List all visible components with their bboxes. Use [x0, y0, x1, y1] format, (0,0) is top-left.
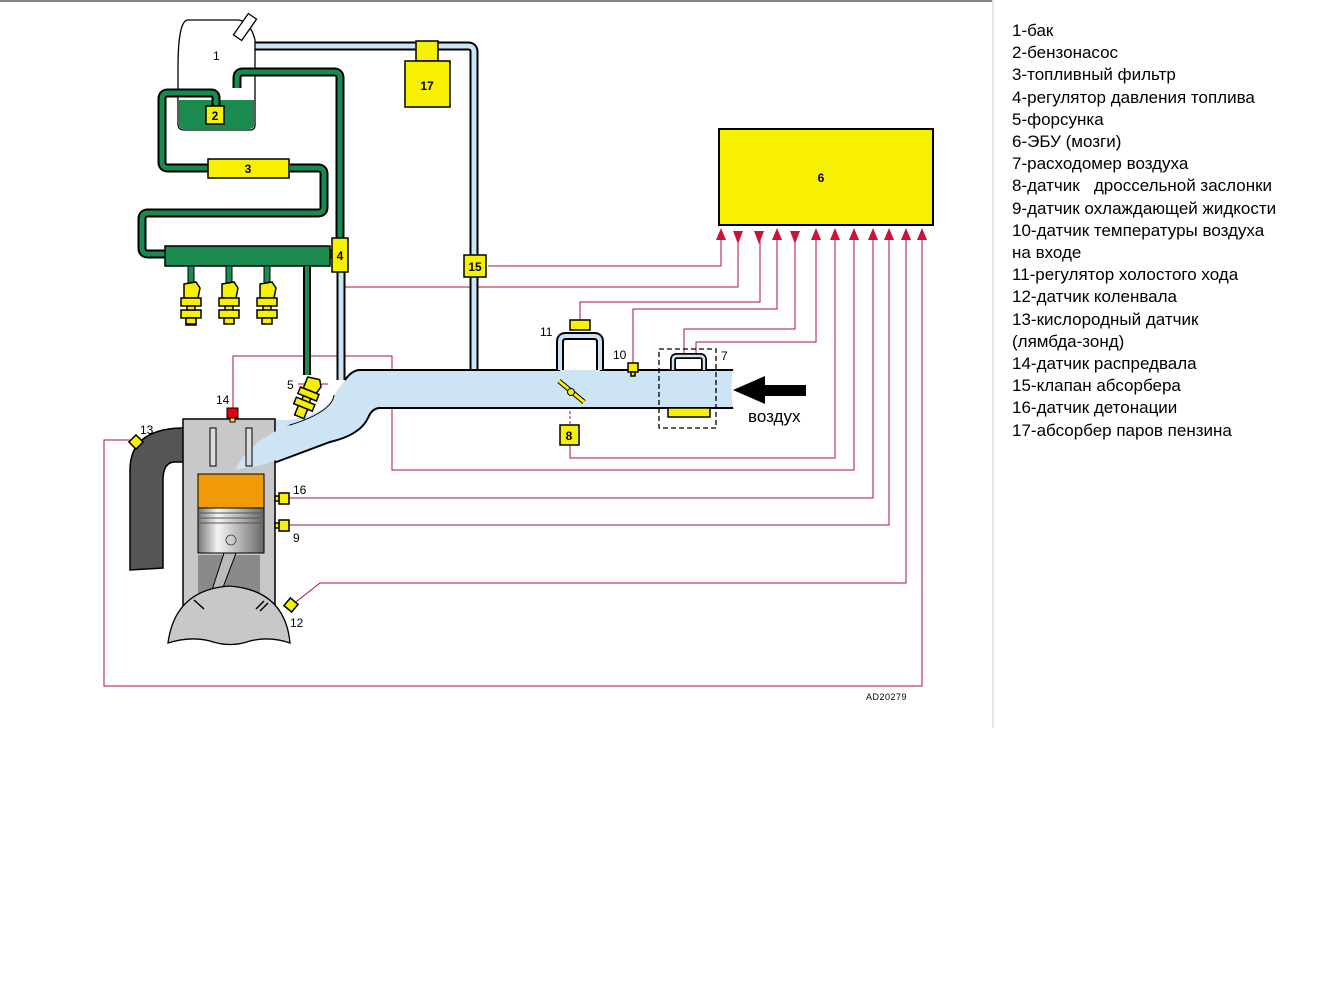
legend-item: 11-регулятор холостого хода: [1012, 265, 1239, 285]
arrow-up-icon: [868, 228, 878, 240]
air-temp-sensor: [627, 362, 639, 377]
legend-item: 15-клапан абсорбера: [1012, 376, 1181, 396]
label-8: 8: [566, 429, 573, 443]
fuel-rail: [164, 245, 331, 267]
arrow-down-icon: [733, 231, 743, 244]
label-11: 11: [540, 325, 553, 339]
label-16: 16: [293, 483, 307, 497]
arrow-down-icon: [790, 231, 800, 244]
legend-item: 13-кислородный датчик: [1012, 309, 1199, 329]
legend-item: 10-датчик температуры воздуха: [1012, 220, 1265, 240]
legend-item: 9-датчик охлаждающей жидкости: [1012, 198, 1277, 218]
panel-divider: [992, 0, 994, 728]
label-12: 12: [290, 616, 304, 630]
filler-cap-icon: [232, 12, 258, 42]
fuel-tank: [177, 12, 258, 131]
fuel-filter: 3: [207, 158, 290, 179]
legend-item: 1-бак: [1012, 21, 1054, 40]
arrow-up-icon: [849, 228, 859, 240]
arrow-up-icon: [811, 228, 821, 240]
label-7: 7: [721, 349, 728, 363]
label-3: 3: [245, 162, 252, 176]
arrow-up-icon: [901, 228, 911, 240]
legend-item: 14-датчик распредвала: [1012, 354, 1197, 374]
arrow-up-icon: [772, 228, 782, 240]
label-4: 4: [337, 249, 344, 263]
engine: [129, 418, 291, 646]
legend-item: 7-расходомер воздуха: [1012, 154, 1189, 174]
legend-item: 5-форсунка: [1012, 109, 1104, 129]
air-flow-arrow-icon: [733, 376, 806, 404]
label-1: 1: [213, 49, 220, 63]
injector-5: [292, 376, 322, 420]
legend-item: на входе: [1012, 243, 1082, 263]
legend-item: (лямбда-зонд): [1012, 331, 1125, 351]
ecu: 6: [718, 128, 934, 226]
coolant-sensor: [274, 519, 290, 532]
air-label: воздух: [748, 407, 801, 426]
fuel-pump: 2: [205, 105, 225, 125]
diagram-code: AD20279: [866, 692, 907, 702]
label-14: 14: [216, 393, 230, 407]
vapor-absorber: 17: [404, 40, 451, 108]
arrow-up-icon: [917, 228, 927, 240]
crankcase: [167, 585, 291, 646]
arrow-up-icon: [716, 228, 726, 240]
label-10: 10: [613, 348, 627, 362]
throttle-valve: 8: [557, 379, 586, 446]
legend: 1-бак 2-бензонасос 3-топливный фильтр 4-…: [1012, 20, 1276, 442]
crank-sensor: [282, 596, 300, 614]
absorber-valve: 15: [463, 254, 487, 278]
label-15: 15: [468, 260, 482, 274]
arrow-down-icon: [754, 231, 764, 244]
legend-item: 3-топливный фильтр: [1012, 65, 1176, 85]
piston-head: [197, 473, 265, 509]
legend-item: 4-регулятор давления топлива: [1012, 87, 1255, 107]
legend-item: 6-ЭБУ (мозги): [1012, 132, 1122, 152]
legend-item: 17-абсорбер паров пензина: [1012, 420, 1232, 440]
arrow-up-icon: [830, 228, 840, 240]
oxygen-sensor: [127, 433, 145, 451]
legend-item: 12-датчик коленвала: [1012, 287, 1178, 307]
label-9: 9: [293, 531, 300, 545]
label-17: 17: [420, 79, 434, 93]
label-13: 13: [140, 423, 154, 437]
injectors: [180, 281, 322, 420]
idle-regulator: [569, 319, 591, 331]
arrow-up-icon: [884, 228, 894, 240]
cam-sensor: [226, 407, 239, 423]
air-flow-meter: [658, 348, 717, 429]
legend-item: 16-датчик детонации: [1012, 398, 1178, 418]
label-2: 2: [212, 109, 219, 123]
knock-sensor: [274, 492, 290, 505]
pressure-regulator: 4: [331, 237, 349, 273]
label-5: 5: [287, 378, 294, 392]
piston-body: [197, 507, 265, 554]
wires: [103, 240, 923, 687]
label-6: 6: [818, 171, 825, 185]
legend-item: 8-датчик дроссельной заслонки: [1012, 176, 1273, 196]
ecu-connector-arrows: [716, 228, 927, 244]
legend-item: 2-бензонасос: [1012, 43, 1119, 63]
